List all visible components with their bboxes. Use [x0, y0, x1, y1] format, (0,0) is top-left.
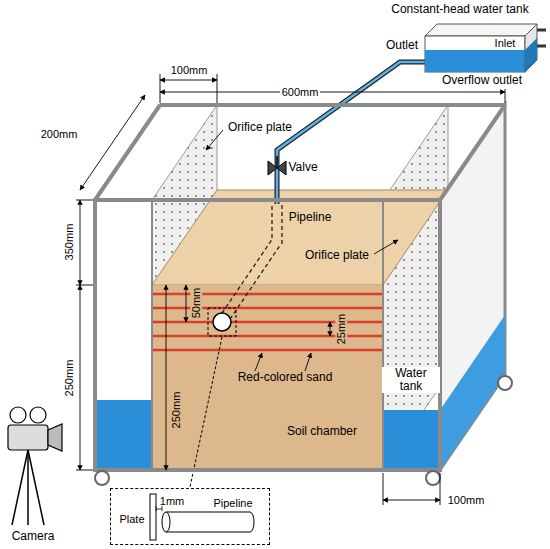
dimension-label: 50mm — [190, 286, 202, 321]
inset-detail — [110, 488, 270, 545]
part-label: Camera — [12, 530, 55, 543]
box-side-face — [440, 105, 505, 470]
inset-label: 1mm — [160, 495, 184, 507]
part-label: Orifice plate — [303, 249, 371, 262]
inset-box: Plate 1mm Pipeline — [110, 488, 270, 545]
dimension-label: 600mm — [280, 86, 321, 98]
part-label: Soil chamber — [287, 425, 357, 438]
inset-label: Plate — [119, 513, 144, 525]
dimension-label: 100mm — [171, 64, 208, 76]
part-label: Water tank — [382, 367, 440, 393]
part-label: Outlet — [386, 39, 418, 52]
device-label: Constant-head water tank — [391, 3, 528, 16]
dimension-label: 350mm — [63, 224, 75, 261]
orifice-plate-symbol — [152, 105, 448, 470]
part-label: Overflow outlet — [442, 74, 522, 87]
dimension-label: 25mm — [335, 312, 347, 347]
part-label: Valve — [288, 161, 317, 174]
constant-head-tank — [425, 24, 546, 72]
water-fill — [95, 400, 440, 470]
inset-label: Pipeline — [213, 497, 252, 509]
part-label: Red-colored sand — [236, 371, 335, 384]
pipeline-symbol — [190, 62, 425, 487]
frame — [95, 105, 512, 485]
valve-symbol — [268, 156, 286, 175]
dimension-label: 100mm — [448, 494, 485, 506]
part-label: Orifice plate — [228, 121, 292, 134]
dimension-label: 200mm — [41, 128, 78, 140]
camera-symbol — [8, 407, 62, 525]
leader-lines — [206, 130, 398, 371]
part-label: Inlet — [495, 37, 516, 49]
dimension-lines — [76, 74, 505, 505]
dimension-label: 250mm — [63, 360, 75, 397]
dimension-label: 250mm — [170, 390, 182, 431]
part-label: Pipeline — [287, 211, 334, 224]
soil-body — [152, 190, 448, 470]
